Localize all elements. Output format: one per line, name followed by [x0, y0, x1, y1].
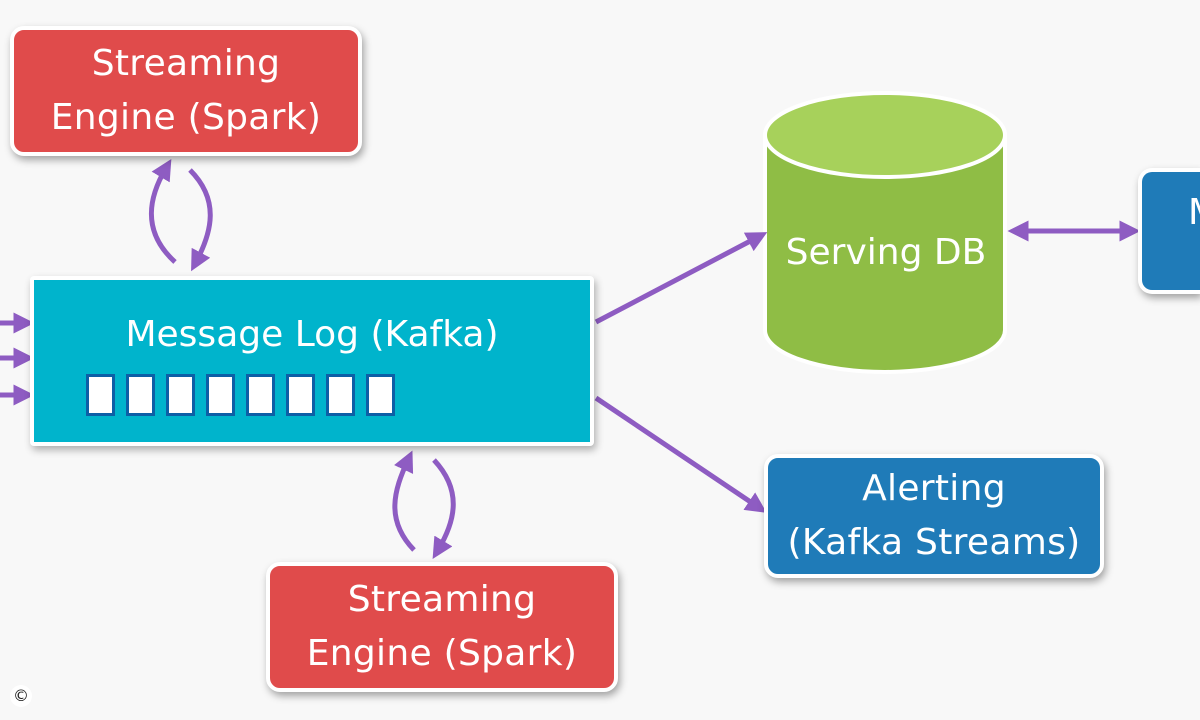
alerting-line1: Alerting: [862, 468, 1006, 509]
message-log-title: Message Log (Kafka): [125, 314, 499, 355]
alerting-node[interactable]: Alerting (Kafka Streams): [764, 454, 1104, 578]
streaming-engine-bottom-node[interactable]: Streaming Engine (Spark): [266, 562, 618, 692]
arrow-kafka-to-spark-bottom: [432, 458, 456, 560]
serving-db-cylinder: [763, 91, 1007, 374]
streaming-engine-top-line2: Engine (Spark): [50, 97, 322, 138]
message-slot: [326, 374, 355, 416]
message-slot: [246, 374, 275, 416]
arrow-spark-bottom-to-kafka: [392, 450, 416, 552]
streaming-engine-bottom-line1: Streaming: [347, 579, 537, 620]
copyright-icon: ©: [10, 685, 32, 707]
cut-off-node[interactable]: M: [1138, 168, 1200, 294]
message-slot: [86, 374, 115, 416]
message-slot: [166, 374, 195, 416]
arrow-kafka-to-spark-top: [149, 158, 177, 264]
cut-off-node-label: M: [1188, 186, 1200, 240]
streaming-engine-bottom-line2: Engine (Spark): [306, 633, 578, 674]
arrow-kafka-to-alerting: [594, 395, 767, 513]
message-slot: [286, 374, 315, 416]
message-slot: [366, 374, 395, 416]
arrow-spark-top-to-kafka: [188, 168, 213, 272]
alerting-line2: (Kafka Streams): [787, 522, 1081, 563]
message-log-slots: [86, 374, 395, 416]
streaming-engine-top-line1: Streaming: [91, 43, 281, 84]
arrow-kafka-to-serving-db: [594, 232, 768, 325]
message-slot: [126, 374, 155, 416]
streaming-engine-top-node[interactable]: Streaming Engine (Spark): [10, 26, 362, 156]
serving-db-label: Serving DB: [785, 232, 987, 273]
message-log-node[interactable]: Message Log (Kafka): [30, 276, 594, 446]
message-slot: [206, 374, 235, 416]
